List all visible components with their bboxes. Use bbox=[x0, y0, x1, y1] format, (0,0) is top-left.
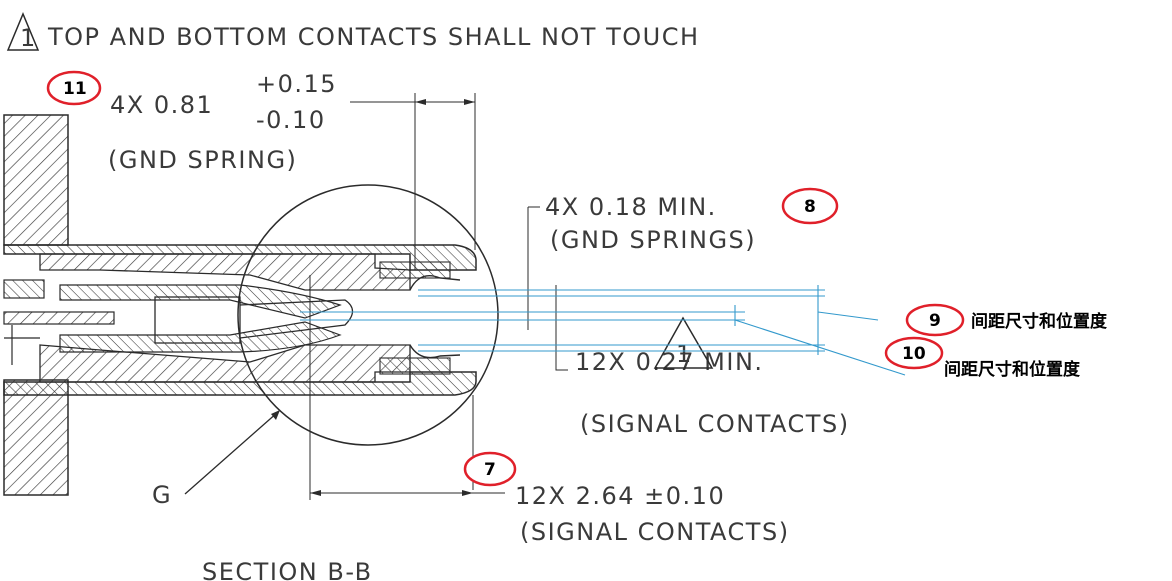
dim-gnd-spring-gap-label: (GND SPRINGS) bbox=[550, 226, 756, 254]
upper-shell bbox=[3, 244, 477, 319]
note-flag-number: 1 bbox=[20, 24, 37, 52]
dim-gnd-spring-width-tol-plus: +0.15 bbox=[256, 70, 337, 98]
dim-signal-length: 12X 2.64 ±0.10 (SIGNAL CONTACTS) bbox=[310, 482, 790, 546]
note-flag-triangle bbox=[6, 12, 40, 51]
dim-gnd-spring-width-tol-minus: -0.10 bbox=[256, 106, 326, 134]
balloon-9-number: 9 bbox=[929, 311, 941, 331]
balloon-11-number: 11 bbox=[63, 79, 87, 99]
dim-gnd-spring-width-value: 4X 0.81 bbox=[110, 91, 213, 119]
balloon-10-number: 10 bbox=[902, 344, 926, 364]
housing-left-block bbox=[3, 114, 69, 496]
callout-10-text: 间距尺寸和位置度 bbox=[944, 359, 1081, 380]
callout-9-text: 间距尺寸和位置度 bbox=[971, 311, 1108, 332]
balloon-7: 7 bbox=[463, 451, 517, 487]
dim-signal-gap-value: 12X 0.27 MIN. bbox=[575, 348, 764, 376]
blue-leader-lines bbox=[300, 285, 906, 376]
balloon-11: 11 bbox=[46, 70, 102, 106]
dim-gnd-spring-gap: 4X 0.18 MIN. (GND SPRINGS) bbox=[527, 193, 756, 330]
dim-gnd-spring-gap-value: 4X 0.18 MIN. bbox=[545, 193, 717, 221]
detail-leader-arrow bbox=[271, 410, 280, 420]
balloon-8: 8 bbox=[781, 187, 839, 225]
general-note: 1 TOP AND BOTTOM CONTACTS SHALL NOT TOUC… bbox=[6, 12, 700, 52]
section-flag-triangle bbox=[653, 316, 714, 369]
dim-gnd-spring-width: 4X 0.81 +0.15 -0.10 (GND SPRING) bbox=[108, 70, 475, 174]
note-text: TOP AND BOTTOM CONTACTS SHALL NOT TOUCH bbox=[47, 23, 700, 51]
balloon-10: 10 bbox=[884, 336, 944, 370]
section-title: SECTION B-B bbox=[202, 558, 373, 581]
dim-signal-length-label: (SIGNAL CONTACTS) bbox=[520, 518, 790, 546]
balloon-7-number: 7 bbox=[484, 460, 496, 480]
detail-circle bbox=[237, 184, 499, 446]
dim-signal-gap: 12X 0.27 MIN. (SIGNAL CONTACTS) bbox=[555, 285, 850, 438]
section-flag-number: 1 bbox=[676, 340, 693, 368]
dim-signal-gap-label: (SIGNAL CONTACTS) bbox=[580, 410, 850, 438]
lower-shell bbox=[3, 321, 477, 396]
detail-leader bbox=[184, 411, 279, 495]
section-flag: 1 bbox=[653, 316, 714, 369]
balloon-9: 9 bbox=[905, 303, 965, 337]
balloon-8-number: 8 bbox=[804, 197, 816, 217]
detail-label: G bbox=[152, 481, 172, 509]
dim-gnd-spring-width-label: (GND SPRING) bbox=[108, 146, 297, 174]
dim-signal-length-value: 12X 2.64 ±0.10 bbox=[515, 482, 725, 510]
